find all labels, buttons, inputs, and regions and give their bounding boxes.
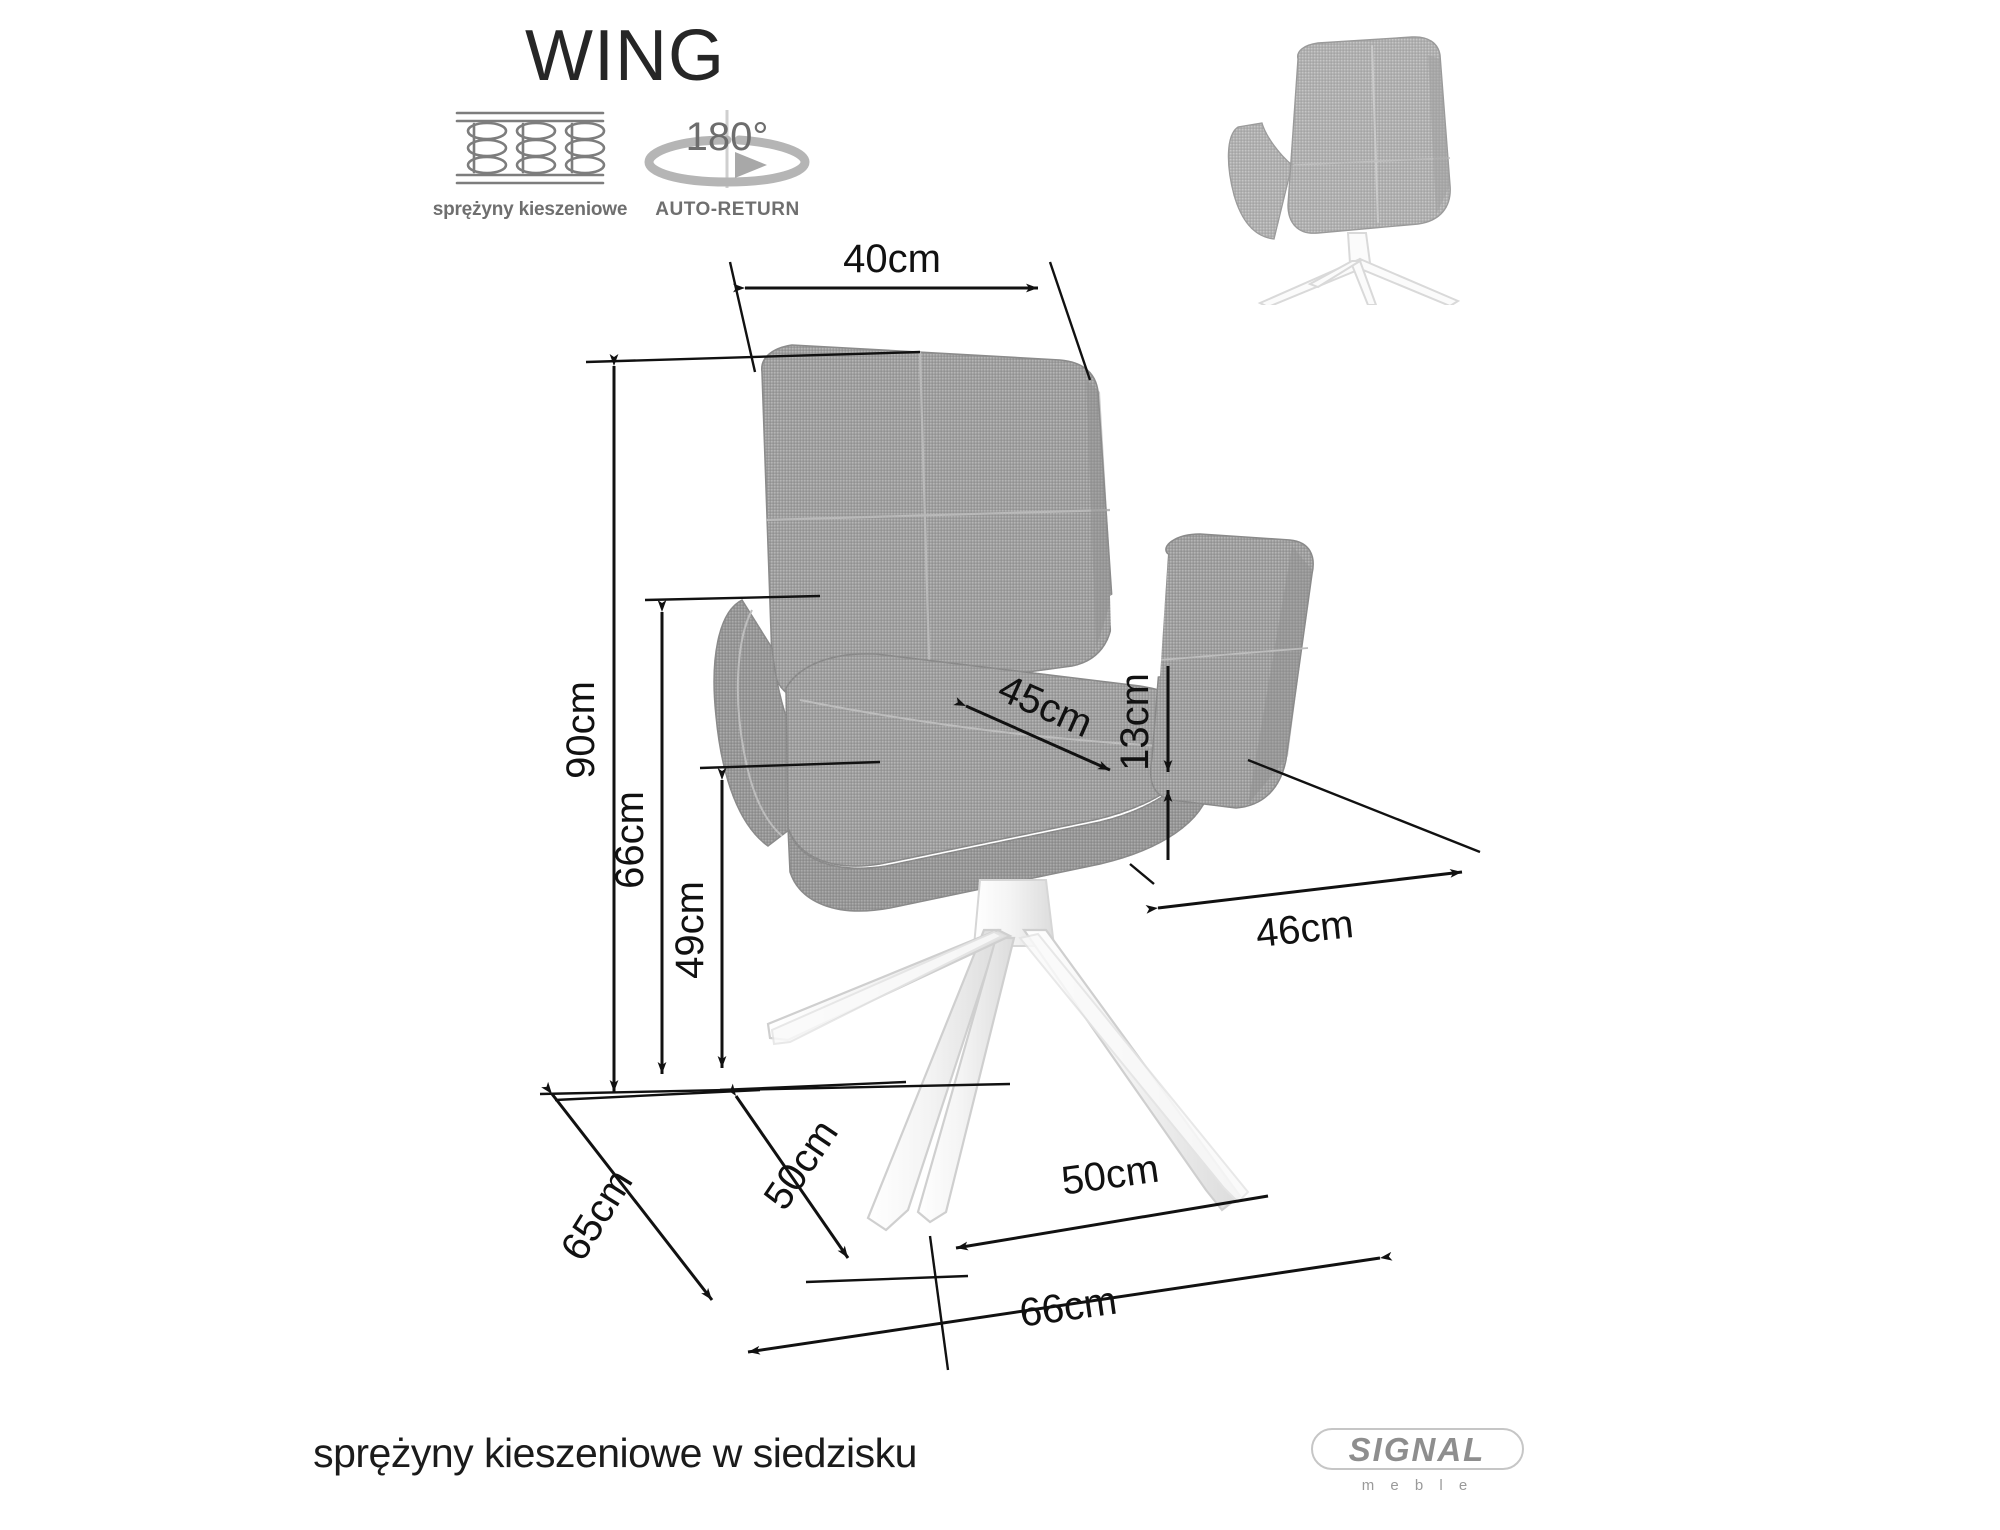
dimension-label-13cm: 13cm (1113, 673, 1157, 771)
dimension-label-50cm-depth: 50cm (756, 1112, 847, 1218)
dimension-label-66cm-width: 66cm (1017, 1279, 1120, 1336)
page-title: WING (525, 16, 725, 96)
pocket-spring-icon (455, 111, 606, 185)
bottom-caption: sprężyny kieszeniowe w siedzisku (313, 1430, 917, 1476)
feature-pocket-springs-label: sprężyny kieszeniowe (432, 199, 628, 220)
feature-auto-return: 180° AUTO-RETURN (635, 108, 820, 221)
feature-pocket-springs: sprężyny kieszeniowe (430, 108, 630, 221)
dimension-label-50cm-front: 50cm (1059, 1147, 1162, 1204)
dimension-label-65cm: 65cm (552, 1162, 641, 1268)
main-chair-view (713, 344, 1314, 1232)
dimension-back-height: 66cm (608, 594, 821, 1074)
dimension-label-66cm: 66cm (608, 791, 652, 889)
brand-subtitle: m e b l e (1361, 1477, 1474, 1494)
dimension-label-49cm: 49cm (668, 881, 712, 979)
rear-chair-view (1227, 36, 1461, 305)
dimension-seat-back-width: 40cm (728, 237, 1092, 381)
brand-name: SIGNAL (1349, 1431, 1486, 1468)
dimension-armrest-height: 13cm (1113, 666, 1173, 860)
dimension-total-height: 90cm (554, 350, 921, 1102)
dimension-label-90cm: 90cm (559, 681, 603, 779)
feature-auto-return-label: AUTO-RETURN (655, 199, 800, 220)
dimension-seat-width: 46cm (1129, 758, 1481, 956)
rotation-angle-label: 180° (686, 115, 769, 159)
dimension-label-46cm: 46cm (1254, 902, 1356, 956)
feature-badges: sprężyny kieszeniowe 180° AUTO-RETURN (430, 108, 810, 248)
signal-logo-icon: SIGNAL (1311, 1428, 1524, 1470)
dimension-base-depth: 65cm (541, 1081, 714, 1301)
brand-logo: SIGNAL m e b l e (1310, 1425, 1525, 1505)
dimension-seat-height: 49cm (668, 760, 881, 1068)
dimension-label-40cm: 40cm (843, 237, 941, 281)
dimension-overall-width: 66cm (747, 1251, 1393, 1355)
rotation-180-icon: 180° (644, 110, 810, 188)
